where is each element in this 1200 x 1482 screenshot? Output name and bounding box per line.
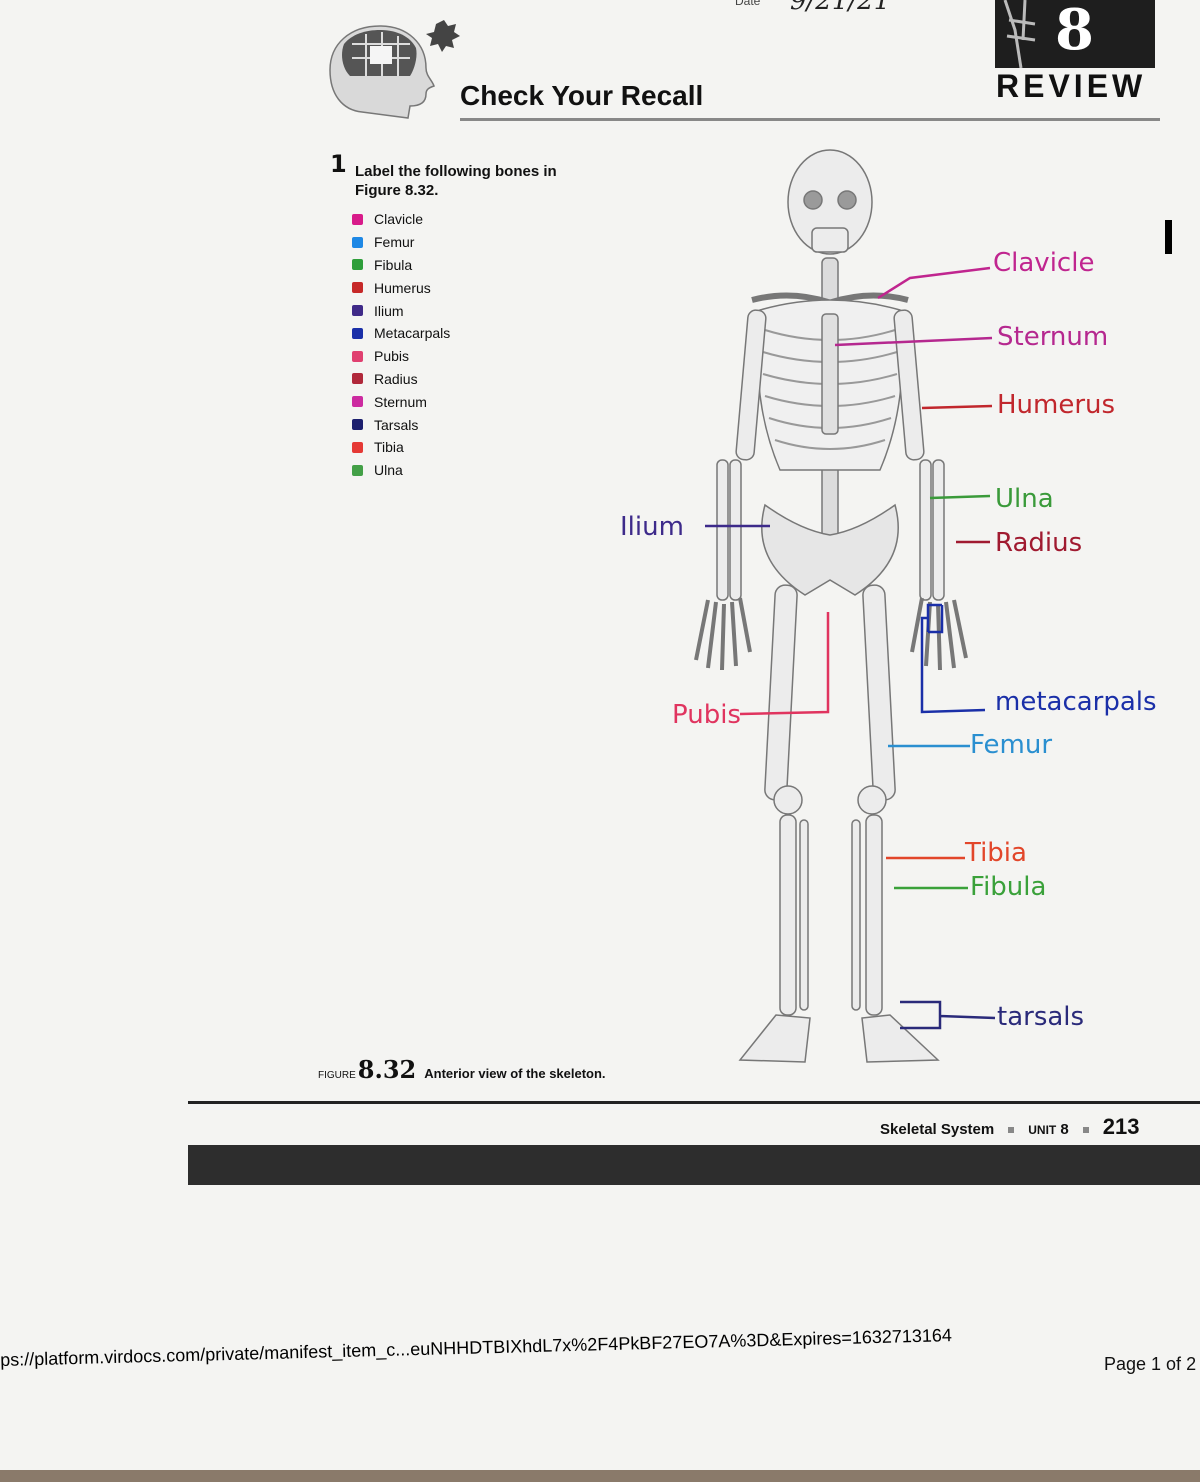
list-item: Metacarpals [352,322,450,345]
question-prompt: Label the following bones in Figure 8.32… [355,163,557,199]
section-title: Check Your Recall [460,80,704,111]
ulna-icon [352,464,363,476]
list-item: Fibula [352,254,450,277]
metacarpals-icon [352,327,363,339]
separator-icon [1082,1127,1089,1134]
fibula-label: Fibula [970,872,1047,902]
ulna-label: Ulna [995,484,1054,514]
humerus-icon [352,282,363,294]
page-number: 213 [1102,1114,1140,1139]
tibia-label: Tibia [965,838,1027,868]
skeleton-thumbnail-icon [1003,0,1036,69]
metacarpals-label: metacarpals [995,687,1157,717]
tarsals-icon [352,419,363,431]
list-item: Humerus [352,276,450,299]
femur-icon [352,236,363,248]
skeleton-figure [694,149,996,1063]
date-value: 9/21/21 [790,0,891,16]
unit-number: 8 [1055,0,1094,63]
unit-badge [995,0,1155,69]
separator-icon [1008,1127,1015,1134]
list-item: Ilium [352,299,450,322]
list-item: Clavicle [352,208,450,231]
desk-edge [0,1470,1200,1482]
bone-list: Clavicle Femur Fibula Humerus Ilium Meta… [352,208,450,482]
question-number: 1 [330,150,347,178]
brain-puzzle-icon [322,14,472,129]
chapter-title: Skeletal System [880,1121,995,1138]
ilium-icon [352,305,363,317]
list-item: Tarsals [352,413,450,436]
list-item: Sternum [352,390,450,413]
radius-label: Radius [995,528,1083,558]
figure-number: 8.32 [357,1055,417,1084]
clavicle-label: Clavicle [993,248,1095,278]
print-url: ps://platform.virdocs.com/private/manife… [0,1325,953,1370]
pubis-label: Pubis [672,700,741,730]
list-item: Pubis [352,345,450,368]
skeleton-drawing [694,149,968,1063]
fibula-icon [352,259,363,271]
footer-rule [188,1101,1200,1104]
margin-mark [1165,220,1172,254]
femur-label: Femur [970,730,1053,760]
date-label: Date [735,0,761,8]
page-edge-band [188,1145,1200,1185]
list-item: Tibia [352,436,450,459]
caption-text: Anterior view of the skeleton. [424,1066,606,1081]
sternum-label: Sternum [997,322,1109,352]
title-underline [460,118,1160,121]
sternum-icon [352,396,363,408]
tarsals-label: tarsals [997,1002,1085,1032]
review-label: REVIEW [996,68,1147,104]
page-indicator: Page 1 of 2 [1104,1354,1197,1374]
list-item: Radius [352,368,450,391]
list-item: Femur [352,231,450,254]
ilium-label: Ilium [620,512,684,542]
humerus-label: Humerus [997,390,1116,420]
annotation-lines [705,266,996,1030]
list-item: Ulna [352,459,450,482]
clavicle-icon [352,213,363,225]
radius-icon [352,373,363,385]
pubis-icon [352,350,363,362]
tibia-icon [352,441,363,453]
